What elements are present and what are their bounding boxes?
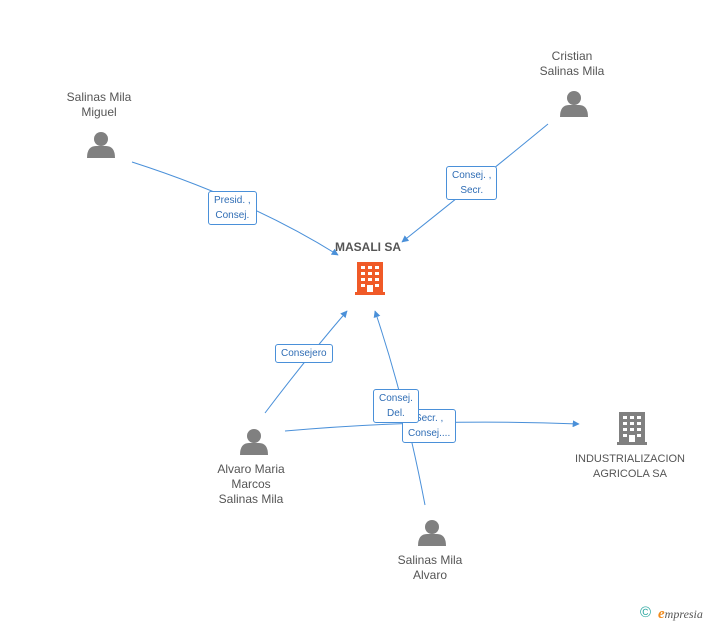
node-label-line: Cristian — [551, 49, 593, 63]
node-label-line: Salinas Mila — [397, 553, 463, 567]
brand-initial: e — [658, 606, 665, 622]
edge-label-line: Del. — [387, 408, 405, 419]
edge-label-line: Presid. , — [214, 195, 251, 206]
edge-label-line: Secr. , — [414, 413, 444, 424]
building-icon[interactable] — [617, 412, 647, 445]
edge-label-line: Secr. — [460, 185, 484, 196]
node-label-alvaro-maria[interactable]: Alvaro Maria Marcos Salinas Mila — [217, 462, 284, 507]
node-label-industrializacion[interactable]: INDUSTRIALIZACION AGRICOLA SA — [575, 452, 685, 482]
company-title-masali[interactable]: MASALI SA — [335, 240, 401, 254]
node-label-salinas-mila-miguel[interactable]: Salinas Mila Miguel — [67, 90, 132, 120]
person-icon[interactable] — [418, 520, 446, 546]
person-icon[interactable] — [240, 429, 268, 455]
copyright-icon: © — [640, 604, 652, 621]
edge-label-line: Consej.... — [408, 428, 451, 439]
node-label-line: AGRICOLA SA — [593, 468, 667, 480]
node-label-line: Salinas Mila — [218, 492, 284, 506]
node-label-cristian-salinas-mila[interactable]: Cristian Salinas Mila — [540, 49, 605, 79]
node-label-line: Salinas Mila — [539, 64, 605, 78]
brand-logo: empresia — [658, 606, 703, 623]
node-label-line: Alvaro — [412, 568, 448, 582]
node-label-salinas-mila-alvaro[interactable]: Salinas Mila Alvaro — [398, 553, 463, 583]
edge-label-alvaro-masali[interactable]: Consej. Del. — [373, 389, 419, 423]
node-label-line: Alvaro Maria — [217, 462, 285, 476]
edge-label-line: Consej. , — [452, 170, 492, 181]
brand-name: mpresia — [664, 607, 703, 621]
person-icon[interactable] — [560, 91, 588, 117]
footer-brand[interactable]: © empresia — [638, 602, 728, 624]
edge-label-alvaromaria-masali[interactable]: Consejero — [275, 344, 333, 363]
edge-label-line: Consej. — [215, 210, 250, 221]
node-label-line: Salinas Mila — [66, 90, 132, 104]
edge-label-miguel-masali[interactable]: Presid. , Consej. — [208, 191, 257, 225]
person-icon[interactable] — [87, 132, 115, 158]
edge-label-line: Consejero — [281, 348, 327, 359]
edge-label-cristian-masali[interactable]: Consej. , Secr. — [446, 166, 498, 200]
node-label-line: INDUSTRIALIZACION — [574, 453, 686, 465]
building-icon[interactable] — [355, 262, 385, 295]
edge-label-line: Consej. — [379, 393, 413, 404]
node-label-line: Marcos — [231, 477, 271, 491]
node-label-line: Miguel — [81, 105, 117, 119]
